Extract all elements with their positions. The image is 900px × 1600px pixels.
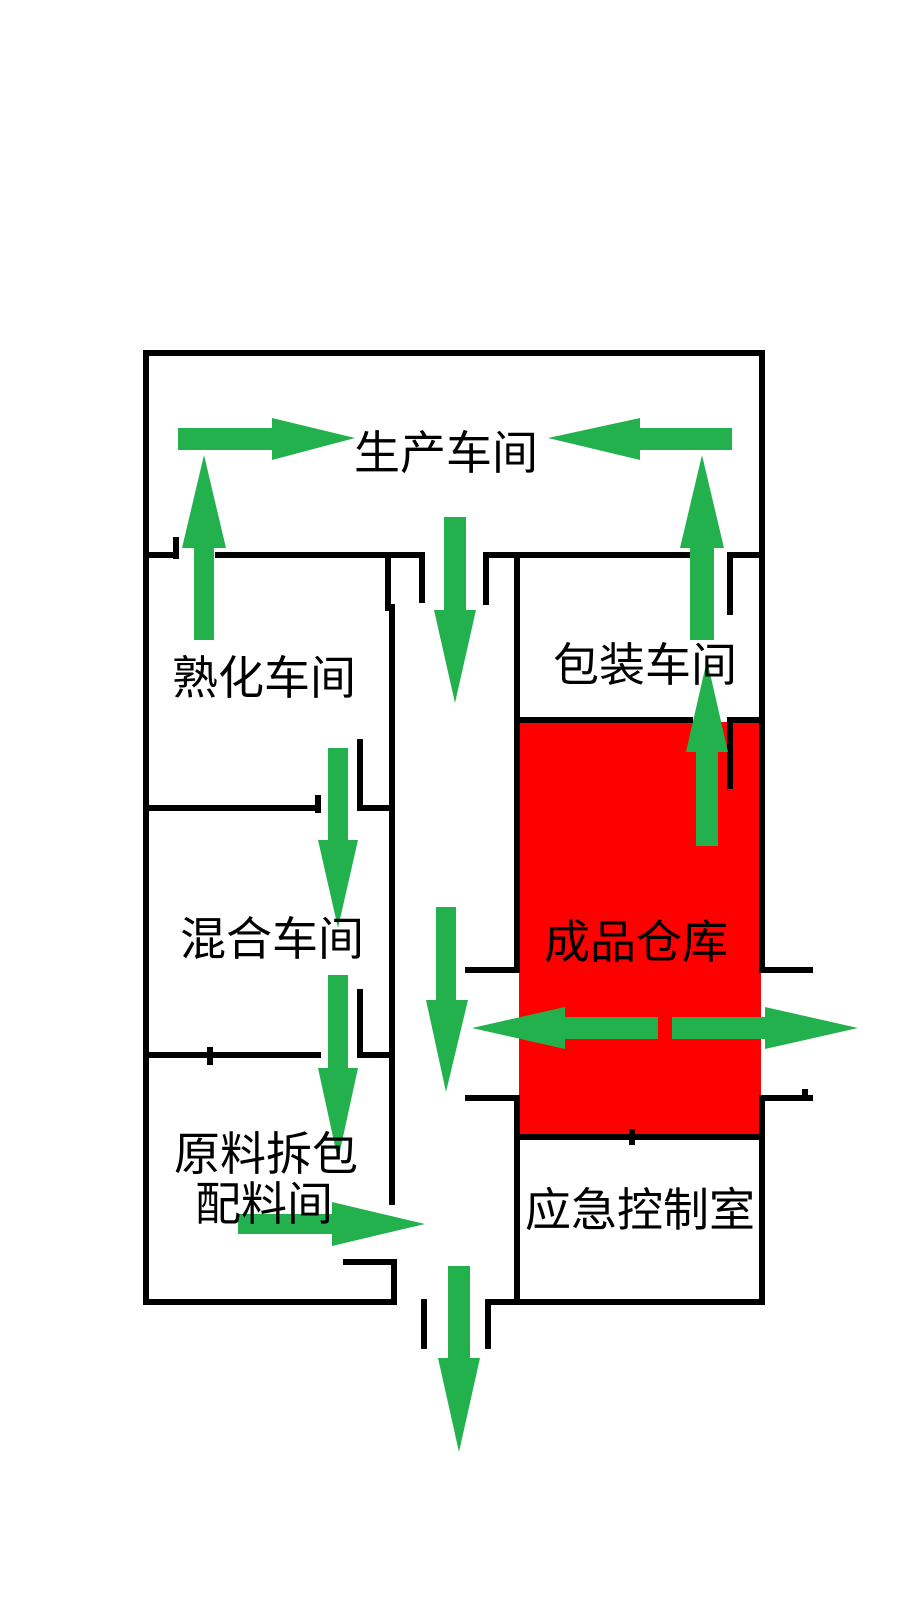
production-south-wall — [143, 537, 765, 615]
mixing-south-wall — [145, 989, 395, 1065]
room-label-packing: 包装车间 — [553, 638, 737, 692]
arrow-icon — [426, 907, 468, 1092]
evacuation-arrows — [178, 418, 858, 1452]
curing-south-wall — [145, 739, 395, 813]
arrow-icon — [318, 975, 358, 1160]
room-label-raw-material-line1: 原料拆包 — [174, 1127, 358, 1181]
walls — [143, 350, 813, 1349]
arrow-icon — [318, 748, 358, 928]
arrow-icon — [686, 660, 728, 846]
room-labels: 生产车间 熟化车间 包装车间 成品仓库 混合车间 原料拆包 配料间 应急控制室 — [172, 426, 755, 1237]
arrow-icon — [238, 1202, 425, 1246]
arrow-icon — [178, 418, 355, 460]
packing-south-wall — [516, 717, 763, 789]
room-label-mixing: 混合车间 — [180, 912, 364, 966]
arrow-icon — [672, 1007, 858, 1049]
arrow-icon — [472, 1007, 658, 1049]
raw-material-door — [343, 1259, 397, 1305]
arrow-icon — [548, 418, 732, 460]
warehouse-south-wall — [516, 1129, 763, 1145]
corridor-door-stubs — [385, 553, 489, 611]
warehouse-highlight — [519, 722, 761, 1136]
arrow-icon — [182, 455, 226, 640]
arrow-icon — [434, 517, 476, 703]
outer-wall — [143, 350, 765, 1305]
exit-door-stubs — [421, 1299, 491, 1349]
room-label-warehouse: 成品仓库 — [544, 915, 728, 969]
room-label-raw-material-line2: 配料间 — [195, 1177, 333, 1231]
arrow-icon — [438, 1266, 480, 1452]
room-label-production: 生产车间 — [354, 426, 538, 480]
arrow-icon — [680, 455, 724, 640]
room-label-curing: 熟化车间 — [172, 651, 356, 705]
warehouse-doors — [465, 967, 813, 1101]
room-label-emergency-control: 应急控制室 — [525, 1183, 755, 1237]
